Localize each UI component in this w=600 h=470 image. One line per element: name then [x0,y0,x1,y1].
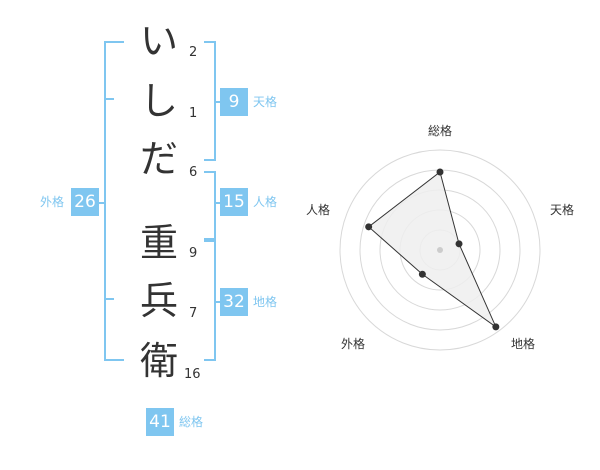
chikaku-bracket [204,240,216,361]
stroke-count-5: 7 [189,306,198,321]
chikaku-badge: 32 [220,288,248,316]
jinkaku-bracket [204,171,216,240]
radar-point-5 [365,223,373,231]
stroke-count-3: 6 [189,165,198,180]
radar-axis-label-2: 天格 [550,203,575,217]
stroke-count-6: 16 [184,367,201,382]
name-char-5: 兵 [139,279,178,323]
soukaku-label: 総格 [179,415,204,429]
radar-point-2 [455,240,463,248]
name-char-4: 重 [139,221,178,265]
gaikaku-label: 外格 [40,195,65,209]
radar-grid-ring [339,149,541,351]
radar-polygon [367,171,498,329]
jinkaku-label: 人格 [253,195,278,209]
tenkaku-badge: 9 [220,88,248,116]
chikaku-connector [214,301,222,303]
radar-axis-label-3: 地格 [511,337,536,351]
stroke-count-4: 9 [189,246,198,261]
jinkaku-badge: 15 [220,188,248,216]
jinkaku-connector [214,202,222,204]
radar-point-3 [492,323,500,331]
name-char-3: だ [139,137,178,181]
gaikaku-bracket-connector [97,202,104,204]
radar-axis-label-5: 人格 [306,203,331,217]
gaikaku-bracket-tick-top [104,98,114,100]
radar-point-1 [436,168,444,176]
radar-axis-label-4: 外格 [341,337,366,351]
gaikaku-badge: 26 [71,188,99,216]
radar-center-dot [437,247,443,253]
radar-axis-label-1: 総格 [428,124,453,138]
gaikaku-bracket-tick-bottom [104,298,114,300]
name-char-1: い [139,19,178,63]
name-char-2: し [139,79,178,123]
stroke-count-2: 1 [189,106,198,121]
tenkaku-label: 天格 [253,95,278,109]
radar-point-4 [418,270,426,278]
chikaku-label: 地格 [253,295,278,309]
soukaku-badge: 41 [146,408,174,436]
gaikaku-bracket [104,41,124,361]
name-char-6: 衛 [139,339,178,383]
tenkaku-connector [214,101,222,103]
stroke-count-1: 2 [189,45,198,60]
